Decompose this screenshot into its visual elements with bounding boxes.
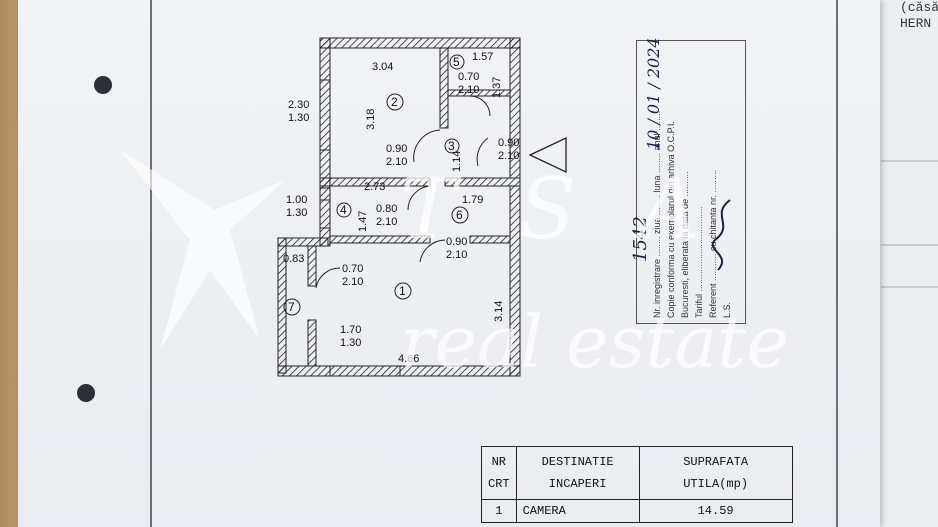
dimension-label: 2.10 — [342, 276, 363, 288]
room-number: 4 — [340, 203, 347, 217]
dimension-label: 3.14 — [493, 301, 505, 322]
room-number: 3 — [448, 139, 455, 153]
table-cell: 14.59 — [638, 499, 793, 523]
dimension-label: 3.18 — [365, 109, 377, 130]
dimension-label: 0.90 — [386, 143, 407, 155]
dimension-label: 4.66 — [398, 353, 419, 365]
page-frame-line — [150, 0, 152, 527]
room-number: 2 — [391, 95, 398, 109]
dimension-label: 0.90 — [446, 236, 467, 248]
dimension-label: 1.79 — [462, 194, 483, 206]
eagle-logo-icon — [120, 150, 285, 350]
dimension-label: 2.10 — [386, 156, 407, 168]
dimension-label: 1.70 — [340, 324, 361, 336]
door-arcs — [315, 95, 491, 289]
dimension-label: 2.30 — [288, 99, 309, 111]
table-row: 1 CAMERA 14.59 — [481, 499, 793, 523]
dimension-label: 2.10 — [498, 150, 519, 162]
handwritten-number: 1542 — [630, 216, 651, 262]
room-number: 7 — [288, 300, 295, 314]
page-frame-line — [836, 0, 838, 527]
dimension-label: 1.30 — [340, 337, 361, 349]
entry-arrow-icon — [528, 136, 567, 174]
cadastre-stamp — [636, 40, 746, 324]
table-cell: CAMERA — [515, 499, 640, 523]
dimension-label: 3.04 — [372, 61, 393, 73]
corner-text-line: (căsăt — [900, 0, 938, 15]
dimension-label: 2.73 — [364, 181, 385, 193]
dimension-label: 1.30 — [286, 207, 307, 219]
walls — [277, 37, 521, 377]
room-number: 6 — [456, 208, 463, 222]
corner-text: (căsăt HERN — [900, 0, 938, 32]
punch-hole — [77, 384, 95, 402]
dimension-label: 2.10 — [376, 216, 397, 228]
handwritten-date: 10 / 01 / 2024 — [644, 37, 663, 150]
dimension-label: 0.83 — [283, 253, 304, 265]
dimension-label: 1.57 — [472, 51, 493, 63]
room-markers — [283, 54, 469, 316]
dimension-label: 0.90 — [498, 137, 519, 149]
windows — [320, 79, 521, 376]
dimension-label: 1.30 — [288, 112, 309, 124]
dimension-label: 0.70 — [342, 263, 363, 275]
dimension-label: 2.10 — [458, 84, 479, 96]
dimension-label: 0.70 — [458, 71, 479, 83]
background-sheet — [870, 0, 938, 527]
dimension-label: 1.37 — [491, 77, 503, 98]
dimension-label: 1.47 — [357, 211, 369, 232]
stamp-line: Copie conforma cu exemplarul din arhiva … — [666, 121, 676, 318]
signature-icon — [711, 199, 731, 271]
document-page — [18, 0, 880, 527]
dimension-label: 1.14 — [451, 151, 463, 172]
room-number: 5 — [453, 55, 460, 69]
dimension-label: 0.80 — [376, 203, 397, 215]
stamp-line: Bucuresti, eliberata la data de ........… — [680, 171, 690, 318]
stamp-line: L.S. — [722, 301, 732, 318]
room-number: 1 — [399, 284, 406, 298]
dimension-label: 1.00 — [286, 194, 307, 206]
dimension-label: 2.10 — [446, 249, 467, 261]
table-cell: 1 — [481, 499, 517, 523]
punch-hole — [94, 76, 112, 94]
corner-text-line: HERN — [900, 16, 932, 31]
